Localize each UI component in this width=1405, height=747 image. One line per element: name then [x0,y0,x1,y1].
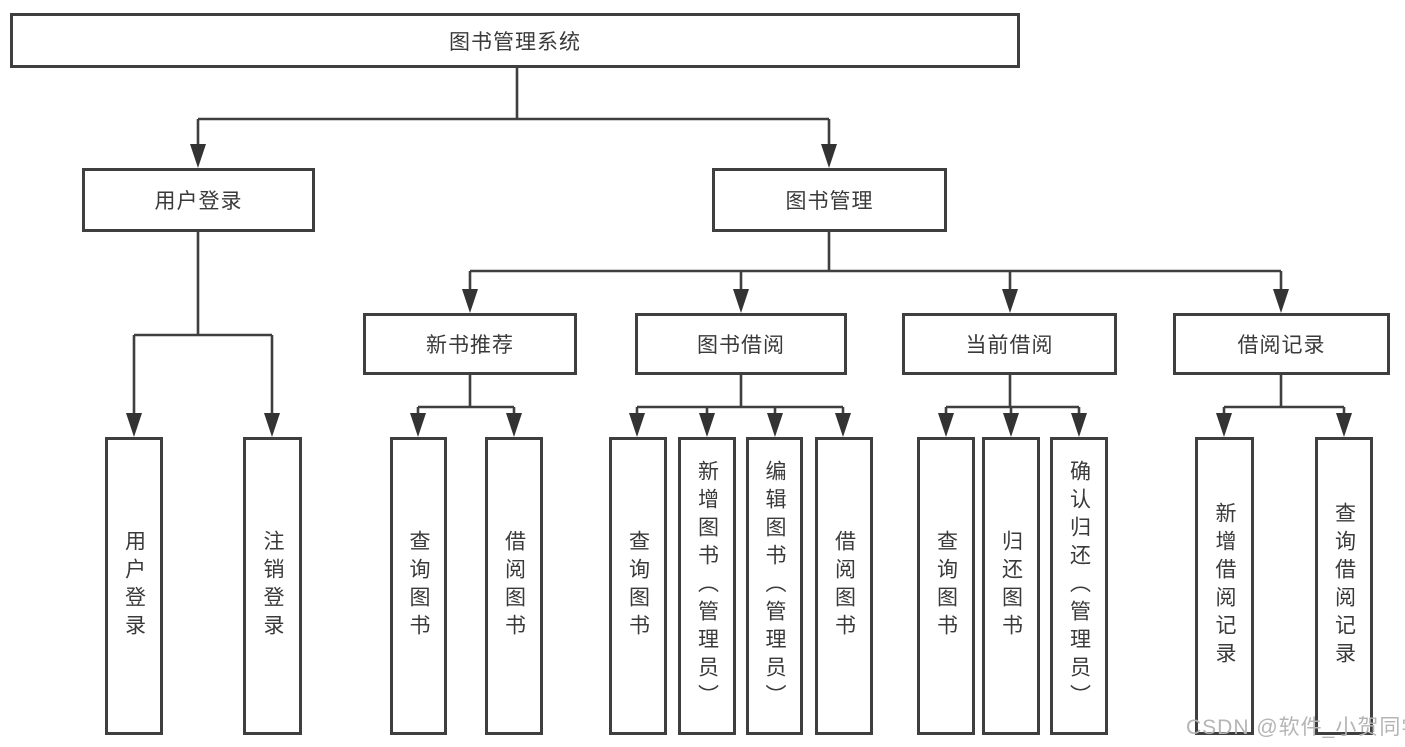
leaf-label: 借阅图书 [832,530,856,642]
node-label: 借阅记录 [1237,334,1326,357]
leaf-return-books: 归还图书 [982,437,1040,735]
node-root-label: 图书管理系统 [449,30,581,54]
leaf-user-login: 用户登录 [105,437,163,735]
node-label: 新书推荐 [426,334,514,357]
leaf-label: 查询图书 [626,530,650,642]
leaf-borrow-books-recommend: 借阅图书 [485,437,543,735]
node-borrowing-records: 借阅记录 [1173,313,1390,375]
leaf-query-books-recommend: 查询图书 [390,437,447,735]
leaf-query-books: 查询图书 [609,437,667,735]
node-new-book-recommend: 新书推荐 [363,313,577,375]
leaf-label: 查询图书 [407,530,430,642]
node-root-system: 图书管理系统 [10,13,1020,68]
leaf-borrow-books: 借阅图书 [815,437,873,735]
leaf-label: 注销登录 [261,530,284,642]
node-label: 当前借阅 [965,334,1054,357]
leaf-query-borrow-record: 查询借阅记录 [1315,437,1373,735]
leaf-add-borrow-record: 新增借阅记录 [1195,437,1254,735]
leaf-label: 编辑图书（管理员） [763,460,786,712]
node-label: 图书借阅 [697,334,785,357]
leaf-confirm-return-admin: 确认归还（管理员） [1050,437,1108,735]
leaf-label: 确认归还（管理员） [1067,460,1091,712]
leaf-label: 新增借阅记录 [1213,502,1236,670]
node-book-management: 图书管理 [712,168,947,232]
node-book-borrowing: 图书借阅 [635,313,847,375]
leaf-add-books-admin: 新增图书（管理员） [678,437,736,735]
leaf-label: 查询图书 [934,530,958,642]
node-label: 图书管理 [785,190,874,213]
leaf-query-current: 查询图书 [917,437,975,735]
leaf-label: 归还图书 [999,530,1023,642]
leaf-label: 用户登录 [122,530,146,642]
leaf-label: 借阅图书 [502,530,526,642]
leaf-label: 新增图书（管理员） [695,460,719,712]
leaf-logout: 注销登录 [243,437,302,735]
node-user-login-branch: 用户登录 [82,168,315,232]
node-label: 用户登录 [154,190,243,213]
csdn-watermark: CSDN @软件_小贺同学 [1186,716,1405,739]
tree-edges [132,68,1346,416]
arrowheads [126,144,1352,437]
node-current-borrowing: 当前借阅 [902,313,1117,375]
leaf-label: 查询借阅记录 [1332,502,1356,670]
leaf-edit-books-admin: 编辑图书（管理员） [746,437,803,735]
